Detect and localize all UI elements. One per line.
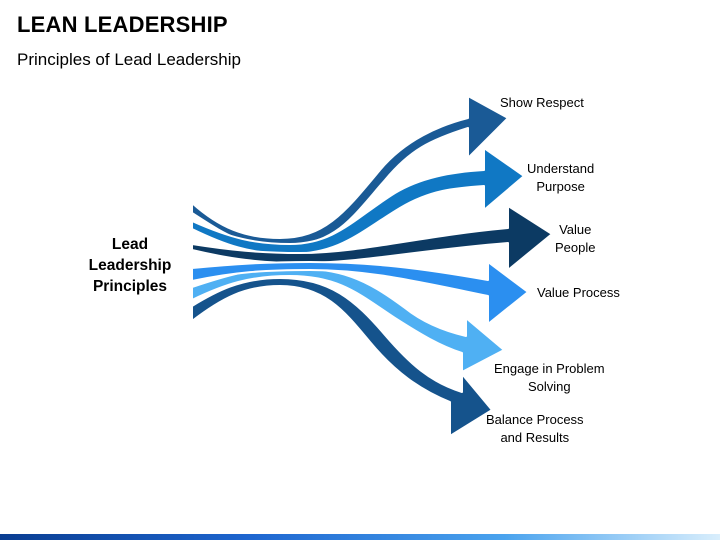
- label-line: Value: [559, 222, 592, 237]
- label-engage-problem-solving: Engage in Problem Solving: [494, 360, 605, 396]
- label-value-people: Value People: [555, 221, 595, 257]
- center-label: Lead Leadership Principles: [72, 234, 188, 297]
- center-label-line: Principles: [92, 278, 168, 295]
- label-line: Understand: [527, 161, 595, 176]
- arrow-balance-process: [191, 277, 493, 437]
- label-show-respect: Show Respect: [500, 94, 584, 112]
- arrow-value-process: [191, 261, 529, 325]
- label-understand-purpose: Understand Purpose: [527, 160, 594, 196]
- label-line: and Results: [500, 430, 570, 445]
- center-label-line: Leadership: [88, 257, 172, 274]
- center-label-line: Lead: [111, 236, 149, 253]
- label-line: Balance Process: [486, 412, 584, 427]
- label-line: Solving: [527, 379, 571, 394]
- label-balance-process: Balance Process and Results: [486, 411, 584, 447]
- slide-subtitle: Principles of Lead Leadership: [17, 50, 241, 69]
- label-line: Show Respect: [500, 95, 584, 110]
- label-line: Purpose: [536, 179, 585, 194]
- slide-title: LEAN LEADERSHIP: [17, 12, 228, 37]
- footer-gradient-bar: [0, 534, 720, 540]
- label-value-process: Value Process: [537, 284, 620, 302]
- label-line: Value Process: [537, 285, 620, 300]
- label-line: Engage in Problem: [494, 361, 605, 376]
- label-line: People: [555, 240, 596, 255]
